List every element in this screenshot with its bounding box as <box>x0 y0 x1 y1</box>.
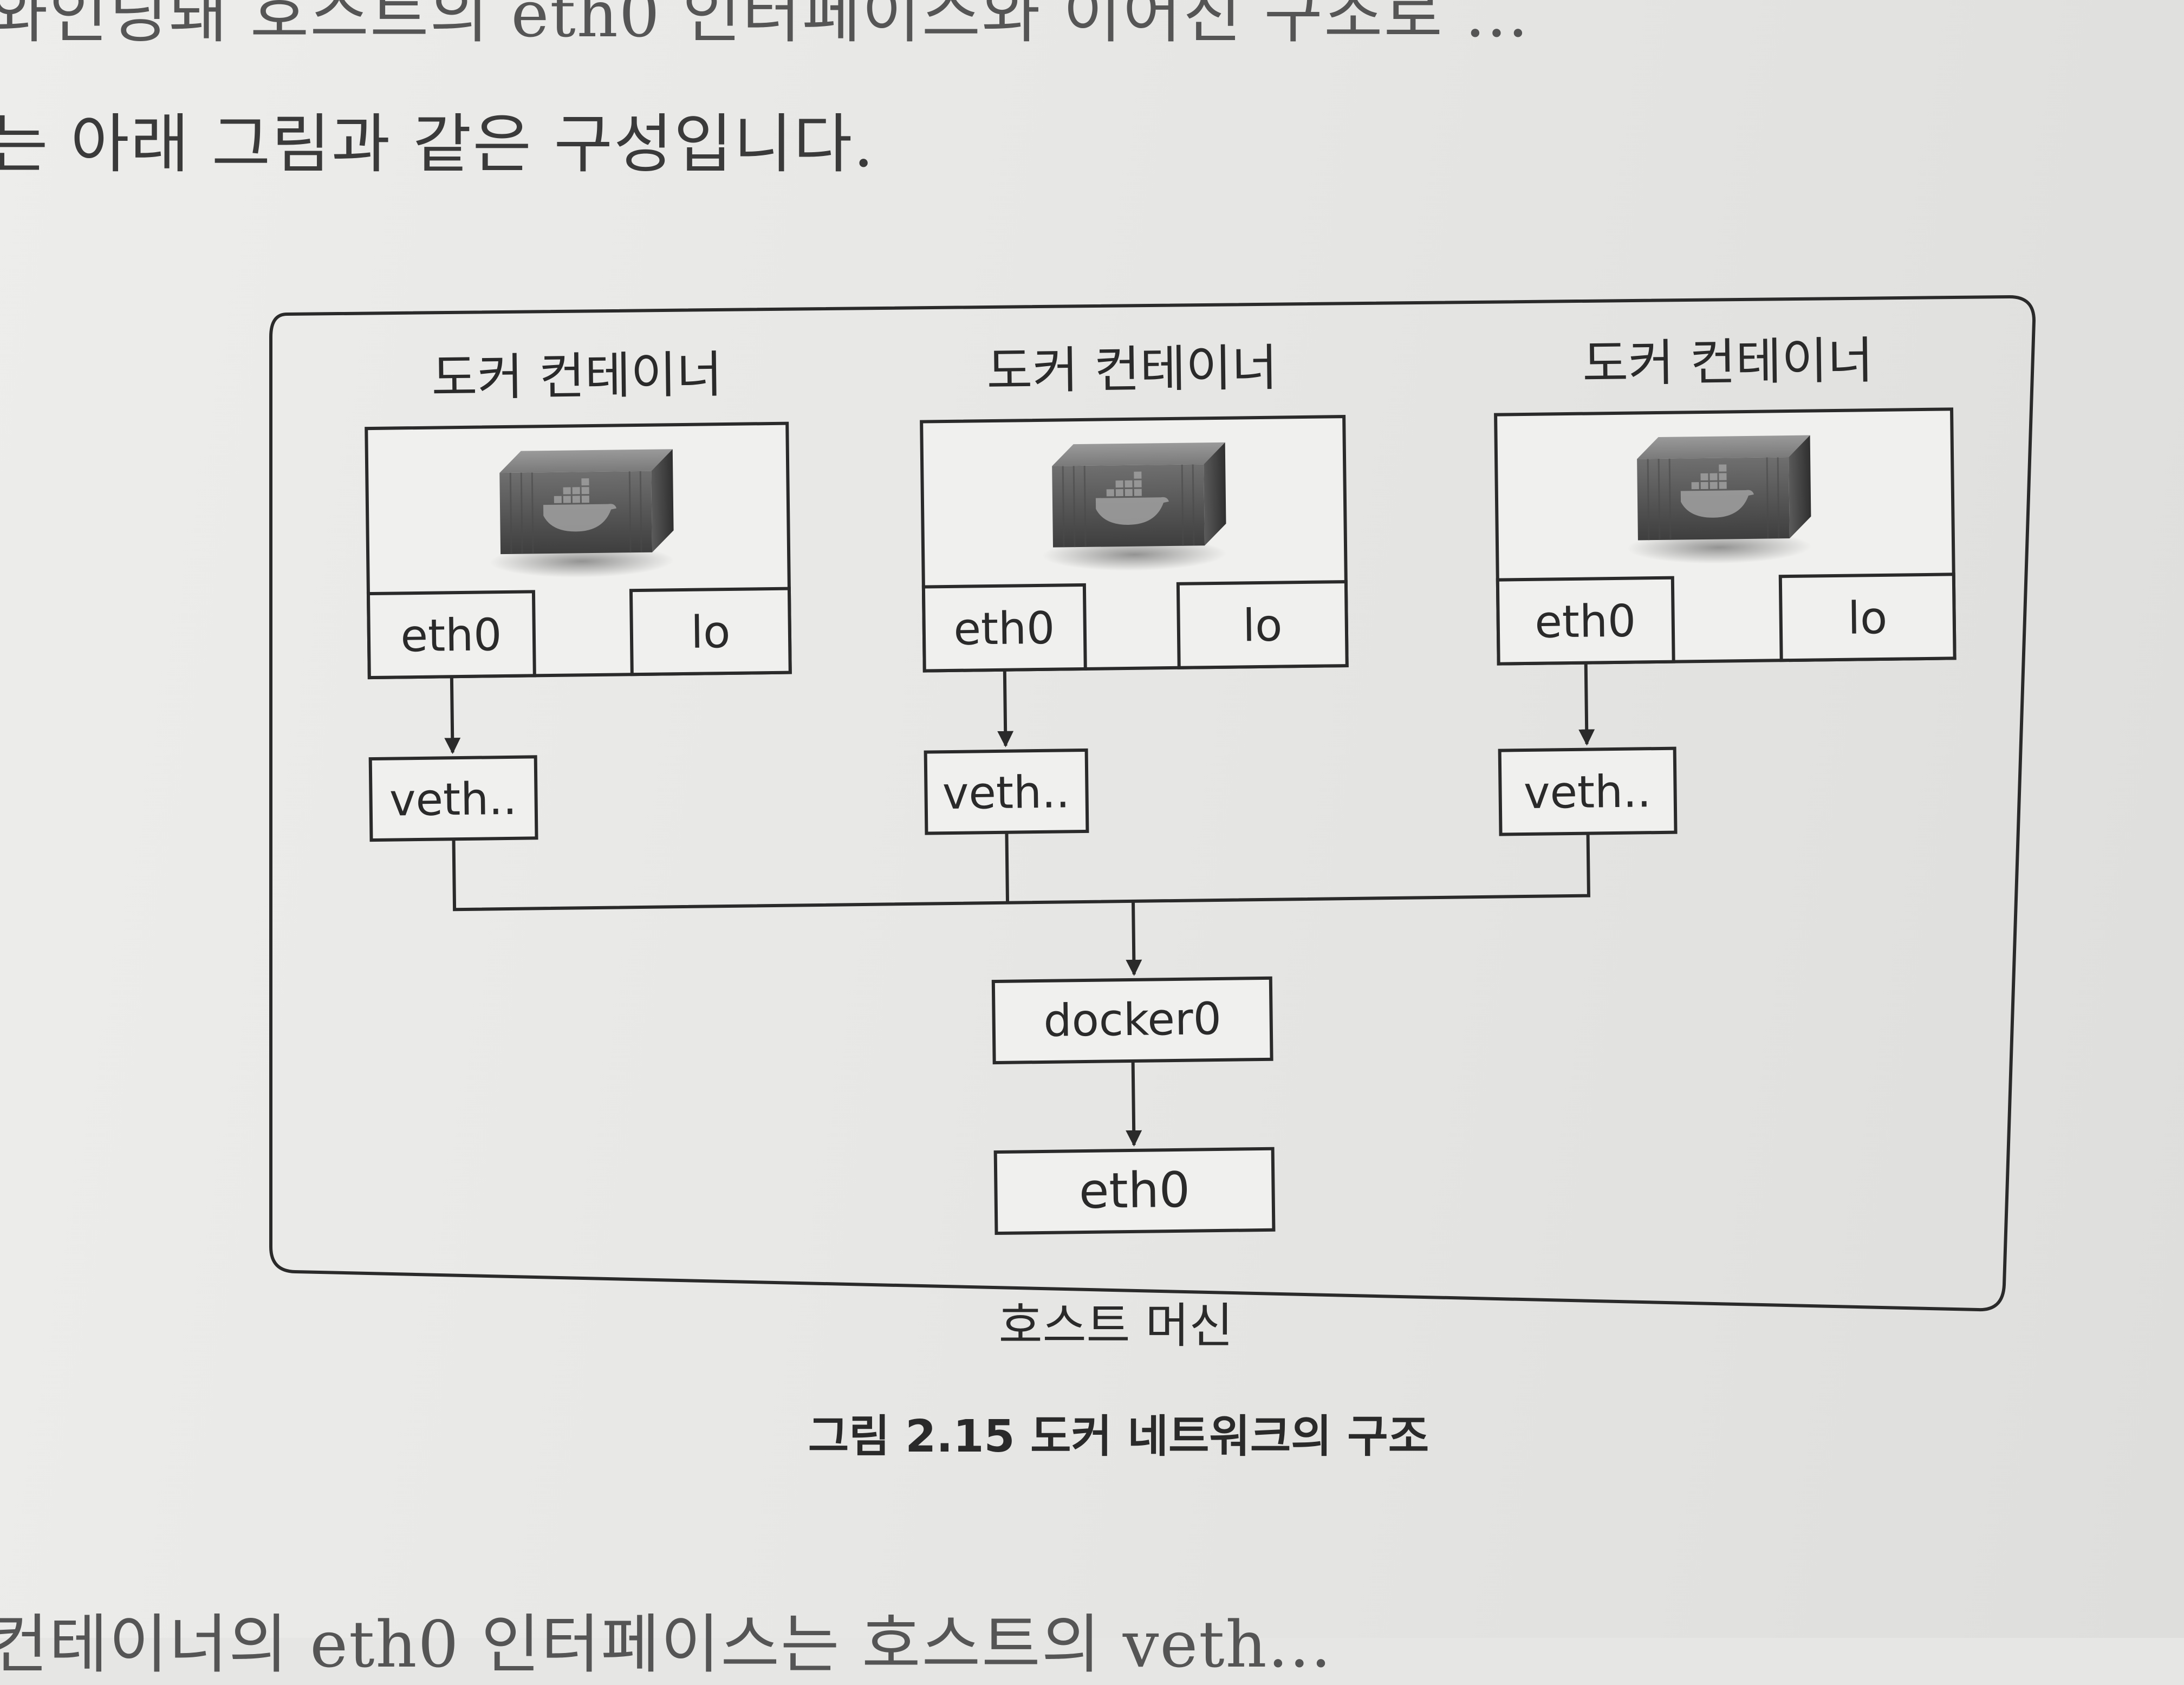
lo-iface-label: lo <box>1848 593 1888 645</box>
host-machine-frame <box>269 295 2036 1312</box>
docker-container: 도커 컨테이너 eth0 lo veth.. <box>1494 331 1956 836</box>
veth-label: veth.. <box>389 773 517 827</box>
arrow <box>1126 1061 1142 1147</box>
lo-iface-label: lo <box>691 607 731 659</box>
lo-iface-box <box>629 587 792 676</box>
lo-iface-box <box>1778 572 1956 662</box>
body-text-line: 는 아래 그림과 같은 구성입니다. <box>0 107 875 181</box>
host-eth0-label: eth0 <box>1078 1162 1190 1220</box>
lo-iface-label: lo <box>1243 600 1283 652</box>
arrow <box>997 669 1014 747</box>
docker-container: 도커 컨테이너 eth0 lo veth.. <box>920 339 1349 835</box>
lo-iface-box <box>1176 580 1349 669</box>
veth-bus-line <box>452 832 1590 912</box>
eth0-iface-label: eth0 <box>953 603 1055 655</box>
container-title: 도커 컨테이너 <box>1582 331 1874 393</box>
host-eth0-box <box>993 1147 1276 1235</box>
eth0-iface-label: eth0 <box>1535 596 1636 648</box>
arrow <box>444 676 461 754</box>
docker-network-diagram: 도커 컨테이너 eth0 lo veth.. 도커 컨테이너 eth0 lo <box>269 295 2036 1462</box>
docker-container-box-icon <box>1625 434 1812 566</box>
veth-label: veth.. <box>1523 766 1651 819</box>
figure-caption: 그림 2.15 도커 네트워크의 구조 <box>808 1411 1429 1462</box>
container-title: 도커 컨테이너 <box>431 346 723 407</box>
host-machine-label: 호스트 머신 <box>999 1298 1233 1354</box>
docker-container-box-icon <box>1040 441 1228 573</box>
veth-label: veth.. <box>942 766 1070 819</box>
container-title: 도커 컨테이너 <box>986 339 1278 401</box>
docker-container-box-icon <box>487 448 675 580</box>
docker0-bridge-label: docker0 <box>1043 993 1221 1047</box>
eth0-iface-label: eth0 <box>400 609 502 662</box>
arrow <box>1126 901 1142 976</box>
docker-container: 도커 컨테이너 eth0 lo veth.. <box>365 346 792 842</box>
arrow <box>1578 662 1595 746</box>
body-text-line: 와인딩돼 호스트의 eth0 인터페이스와 이어진 구조로 ... <box>0 0 1530 51</box>
